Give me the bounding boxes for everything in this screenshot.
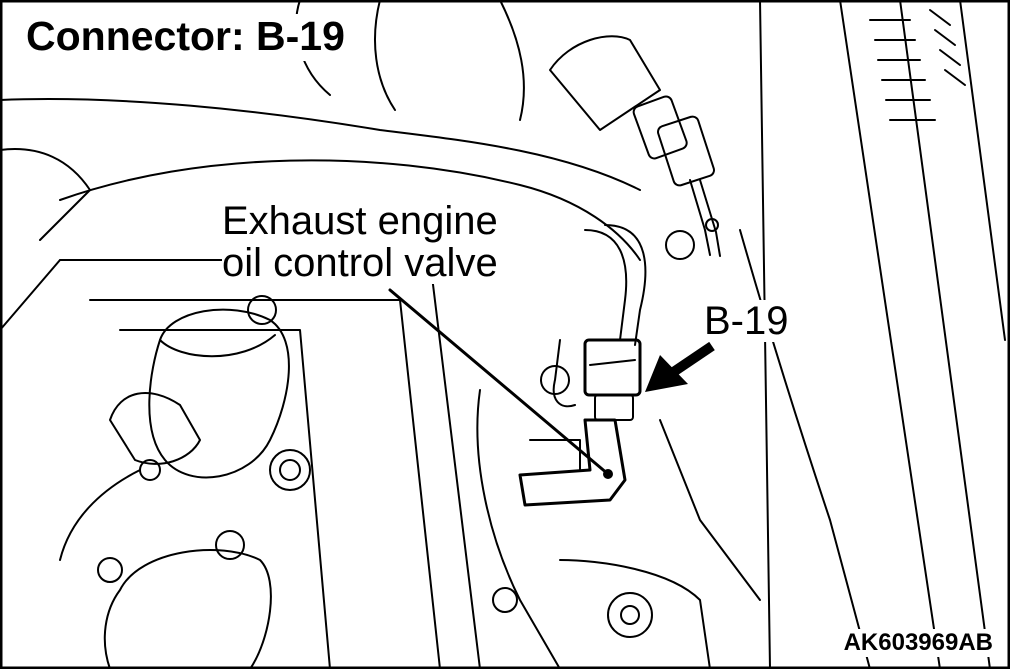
engine-cover-outline	[0, 0, 641, 261]
arrow-icon	[645, 341, 715, 392]
valve-leader-dot	[603, 469, 613, 479]
lower-manifold	[476, 389, 761, 669]
upper-sensor	[549, 35, 721, 257]
connector-title: Connector: B-19	[24, 13, 351, 62]
b19-connector	[583, 338, 642, 421]
ignition-coil-lower	[97, 530, 272, 669]
oil-control-valve	[518, 418, 627, 507]
valve-cover	[0, 259, 481, 669]
ignition-coil-upper	[59, 295, 290, 561]
grommet	[269, 449, 311, 491]
valve-callout: Exhaust engine oil control valve	[222, 200, 498, 284]
harness-pipe	[540, 224, 695, 408]
valve-callout-line2: oil control valve	[222, 241, 498, 285]
figure-code: AK603969AB	[840, 629, 996, 657]
right-panel	[739, 0, 1006, 669]
valve-callout-line1: Exhaust engine	[222, 199, 498, 243]
connector-callout: B-19	[700, 300, 793, 342]
valve-leader-line	[388, 288, 610, 476]
